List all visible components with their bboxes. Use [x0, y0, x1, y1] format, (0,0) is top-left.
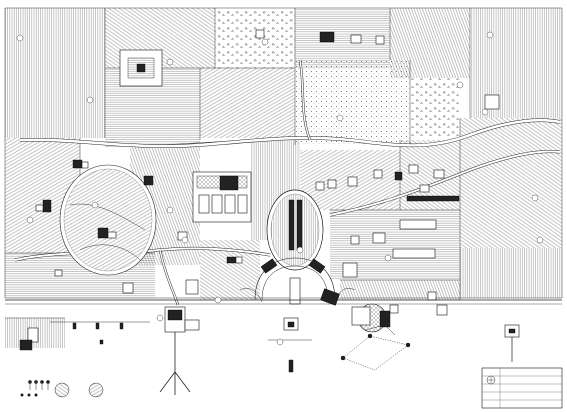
- industrial-complex-east: [351, 303, 399, 336]
- central-oval-arena: [266, 189, 324, 271]
- walled-building-northwest: [119, 49, 163, 87]
- callout-markers: [16, 31, 544, 346]
- gatehouse: [159, 306, 200, 395]
- legend-symbols: [20, 380, 104, 398]
- small-buildings: [35, 29, 500, 316]
- main-building-complex: [192, 171, 252, 223]
- title-block: [481, 367, 563, 409]
- tower-southeast: [504, 324, 520, 362]
- ring-plaza: [239, 257, 356, 305]
- southern-road-band: [5, 299, 562, 351]
- road-network: [14, 59, 561, 306]
- oval-enclosure-west: [59, 164, 157, 276]
- central-shelter: [268, 317, 312, 373]
- triangular-path: [340, 333, 411, 371]
